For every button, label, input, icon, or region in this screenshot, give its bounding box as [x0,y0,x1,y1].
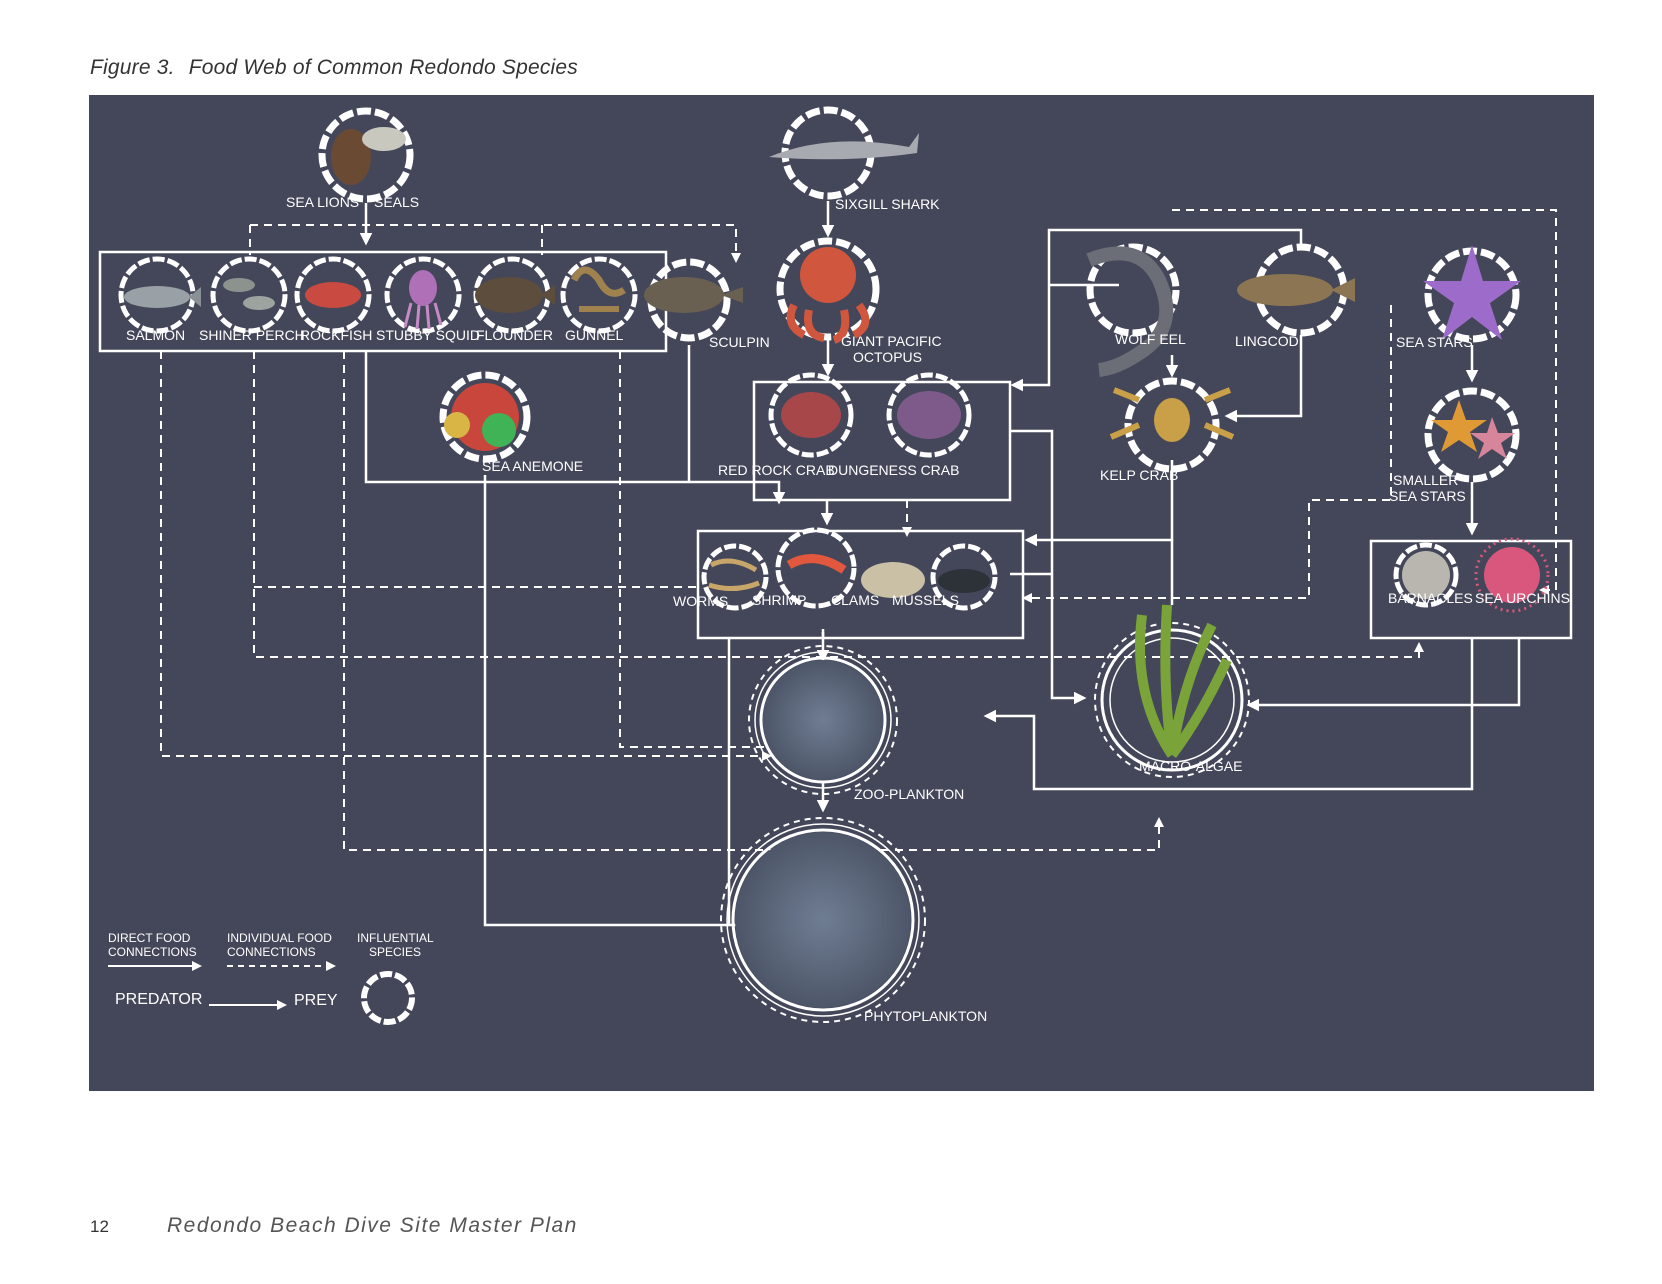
label-zoo-plankton: ZOO-PLANKTON [854,786,964,802]
gunnel-icon [560,256,638,334]
base-producers [720,604,1250,1023]
legend-individual-1: INDIVIDUAL FOOD [227,931,332,945]
label-shiner-perch: SHINER PERCH [199,327,305,343]
influential-species-rings [318,106,1520,483]
legend-influential-1: INFLUENTIAL [357,931,434,945]
document-title: Redondo Beach Dive Site Master Plan [167,1214,578,1237]
predator-icons [331,127,1521,459]
legend-influential-ring [361,971,415,1025]
label-flounder: FLOUNDER [476,327,553,343]
label-salmon: SALMON [126,327,185,343]
shiner-perch-icon [210,256,288,334]
sea-stars-icon [1423,245,1521,340]
smaller-sea-stars-icon [1431,400,1515,459]
phytoplankton-icon [720,817,926,1023]
salmon-icon [118,256,201,334]
label-stubby-squid: STUBBY SQUID [376,327,480,343]
wolf-eel-icon [1086,246,1174,377]
worms-icon [701,543,769,611]
label-smaller: SMALLER [1393,472,1458,488]
label-sculpin: SCULPIN [709,334,770,350]
label-sea-stars: SEA STARS [1396,334,1473,350]
crab-group-box [752,380,1012,502]
figure-number: Figure 3. [90,56,175,79]
invertebrate-group-box [696,529,1025,640]
legend-direct-2: CONNECTIONS [108,945,197,959]
label-giant-pacific: GIANT PACIFIC [841,333,942,349]
legend-individual-2: CONNECTIONS [227,945,316,959]
flounder-icon [473,256,555,334]
label-gunnel: GUNNEL [565,327,624,343]
kelp-crab-icon [1109,387,1235,442]
sculpin-icon [644,277,743,313]
stubby-squid-icon [384,256,462,334]
red-rock-crab-icon [768,372,854,458]
page-number: 12 [90,1217,109,1236]
legend-direct-1: DIRECT FOOD [108,931,191,945]
rockfish-icon [294,256,372,334]
label-smaller-sea-stars: SEA STARS [1389,488,1466,504]
clams-icon [861,562,925,598]
label-barnacles: BARNACLES [1388,590,1473,606]
label-macro-algae: MACRO-ALGAE [1139,758,1242,774]
label-octopus: OCTOPUS [853,349,922,365]
label-dungeness-crab: DUNGENESS CRAB [828,462,959,478]
label-clams: CLAMS [831,592,879,608]
sea-anemone-icon [444,383,519,451]
figure-caption: Figure 3. Food Web of Common Redondo Spec… [90,56,578,80]
crab-icons [768,372,1235,458]
mussels-icon [930,543,998,611]
sixgill-shark-icon [769,133,919,160]
label-shrimp: SHRIMP [752,592,806,608]
label-lingcod: LINGCOD [1235,333,1299,349]
label-rockfish: ROCKFISH [300,327,372,343]
sea-lion-seal-icon [331,127,406,185]
label-kelp-crab: KELP CRAB [1100,467,1178,483]
dungeness-crab-icon [886,372,972,458]
octopus-icon [786,247,870,344]
legend-prey: PREY [294,992,338,1009]
barnacles-icon [1393,542,1459,608]
lingcod-icon [1237,274,1355,306]
legend-predator: PREDATOR [115,991,202,1008]
label-sea-lions: SEA LIONS [286,194,359,210]
label-worms: WORMS [673,593,728,609]
legend: DIRECT FOOD CONNECTIONS INDIVIDUAL FOOD … [108,931,434,1025]
label-mussels: MUSSELS [892,592,959,608]
label-sea-urchins: SEA URCHINS [1475,590,1570,606]
fish-icons [118,256,638,334]
label-phytoplankton: PHYTOPLANKTON [864,1008,987,1024]
invertebrate-icons [701,527,1550,613]
zoo-plankton-icon [748,645,898,795]
shrimp-icon [775,527,857,609]
figure-title: Food Web of Common Redondo Species [188,56,578,79]
food-web-diagram: SEA LIONS SEALS SIXGILL SHARK SALMON SHI… [89,95,1594,1091]
macro-algae-icon [1094,604,1250,778]
label-wolf-eel: WOLF EEL [1115,331,1186,347]
legend-influential-2: SPECIES [369,945,421,959]
label-sixgill-shark: SIXGILL SHARK [835,196,940,212]
label-red-rock-crab: RED ROCK CRAB [718,462,835,478]
label-sea-anemone: SEA ANEMONE [482,458,583,474]
label-seals: SEALS [374,194,419,210]
sea-urchins-icon [1474,537,1550,613]
species-labels: SEA LIONS SEALS SIXGILL SHARK SALMON SHI… [126,194,1570,1024]
